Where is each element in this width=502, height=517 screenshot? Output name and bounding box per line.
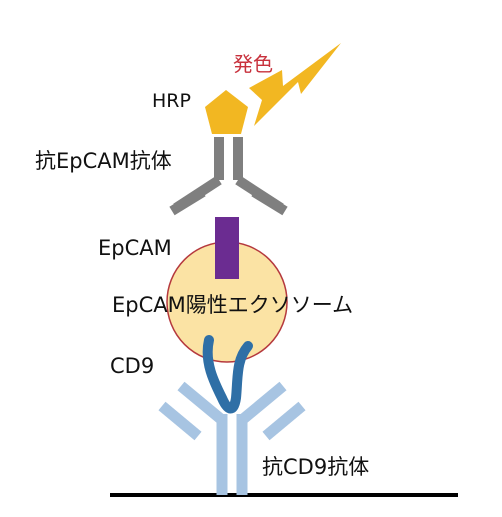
anti-cd9-antibody — [158, 381, 306, 495]
epcam-protein — [215, 217, 239, 279]
hrp-enzyme — [205, 90, 248, 134]
hrp-label: HRP — [152, 90, 191, 112]
anti-epcam-antibody — [169, 137, 288, 216]
anti-epcam-antibody-label: 抗EpCAM抗体 — [35, 149, 172, 173]
cd9-label: CD9 — [110, 354, 155, 378]
exosome-label: EpCAM陽性エクソソーム — [112, 293, 354, 317]
cd9-protein — [202, 335, 253, 414]
anti-cd9-antibody-label: 抗CD9抗体 — [262, 455, 370, 479]
lightning-icon — [249, 43, 341, 126]
color-development-label: 発色 — [233, 52, 273, 76]
epcam-label: EpCAM — [98, 236, 172, 260]
